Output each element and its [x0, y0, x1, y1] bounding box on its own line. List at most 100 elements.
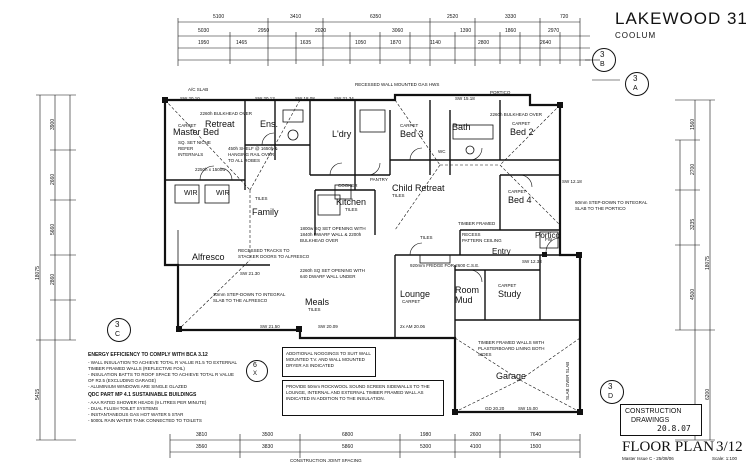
section-marker-b: [592, 48, 616, 72]
dim-bottom-3: 6800: [342, 432, 354, 438]
garage-slab-note: SLAB OVER SLAB: [565, 361, 570, 400]
dim-right-5: 6200: [705, 388, 711, 400]
note-bulkhead-bed2: 2260h BULKHEAD OVER: [490, 112, 543, 117]
project-title: LAKEWOOD 31: [615, 9, 748, 28]
room-label-retreat: Retreat: [205, 119, 235, 129]
label-timber-frame: TIMBER FRAMED: [458, 221, 496, 226]
note-sw-1518: SW 15.18: [455, 96, 475, 101]
dim-top-r2-4: 3060: [392, 28, 404, 34]
section-marker-a-id: 3: [633, 74, 638, 83]
dim-right-4: 4500: [690, 288, 696, 300]
label-ac-slab: A/C SLAB: [188, 87, 209, 92]
dim-top-r2-1: 5030: [198, 28, 210, 34]
room-label-garage: Garage: [496, 371, 527, 381]
qdc-line-3: - INSTANTANEOUS GAS HOT WATER 5 STAR: [88, 412, 184, 417]
note-sq-set-niche: SQ. SET NICHE REFER INTERNALS: [178, 140, 211, 157]
stamp-date: 20.8.07: [657, 424, 691, 433]
room-label-wir-2: WIR: [216, 190, 230, 197]
dim-left-5: 5415: [35, 388, 41, 400]
dim-top-r3-8: 2640: [540, 40, 552, 46]
dim-left-overall: 18075: [35, 266, 41, 280]
dim-top-r2-2: 2950: [258, 28, 270, 34]
dim-left-4: 2860: [50, 273, 56, 285]
dim-bottom-6: 7640: [530, 432, 542, 438]
note-sq-set-opening: 2260h SQ SET OPENING WITH 640 DWARF WALL…: [300, 268, 365, 279]
section-marker-x-id: 6: [253, 362, 257, 369]
room-label-lounge: Lounge: [400, 289, 431, 299]
dim-top-r2-5: 1390: [460, 28, 472, 34]
dim-bottom-r2-2: 3830: [262, 444, 274, 450]
room-label-master-bed: Master Bed: [173, 127, 220, 137]
note-recess-ceiling: RECESS PATTERN CEILING: [462, 232, 502, 243]
dim-top-r3-2: 1465: [236, 40, 248, 46]
dim-top-2: 3410: [290, 14, 302, 20]
note-tiles-family: TILES: [255, 196, 268, 201]
dim-right-1: 1560: [690, 118, 696, 130]
room-label-bed2: Bed 2: [510, 127, 534, 137]
dim-left-2: 2660: [50, 173, 56, 185]
room-label-child-retreat: Child Retreat: [392, 183, 445, 193]
section-marker-d-id: 3: [608, 382, 613, 391]
master-issue: Master Issue C - 25/08/06: [622, 456, 674, 461]
dim-top-r3-3: 1635: [300, 40, 312, 46]
room-label-cooker: COOKER: [338, 183, 358, 188]
room-label-ens: Ens.: [260, 119, 279, 129]
note-tiles-entry: TILES: [420, 235, 433, 240]
sheet-title: FLOOR PLAN: [622, 439, 715, 455]
room-label-bed4: Bed 4: [508, 195, 532, 205]
qdc-line-1: - AAA RATED SHOWER HEADS (9 LITRES PER M…: [88, 400, 207, 405]
room-label-bath: Bath: [452, 122, 471, 132]
note-step-down-portico: 60mm STEP-DOWN TO INTEGRAL SLAB TO THE P…: [575, 200, 648, 211]
note-sw-2013: SW 20.13: [255, 96, 275, 101]
section-marker-x-sub: X: [253, 371, 258, 377]
note-fridge: 920mm FRIDGE FOR 2600 C.S.E.: [410, 263, 480, 268]
construction-stamp: CONSTRUCTION DRAWINGS 20.8.07: [620, 404, 702, 436]
dim-left-1: 3900: [50, 118, 56, 130]
section-marker-x: [246, 360, 268, 382]
dim-bottom-5: 2600: [470, 432, 482, 438]
note-carpet-lounge: CARPET: [402, 299, 421, 304]
room-label-alfresco: Alfresco: [192, 252, 225, 262]
dim-top-r2-7: 2970: [548, 28, 560, 34]
room-label-family: Family: [252, 207, 279, 217]
energy-line-3: - ALUMINIUM WINDOWS ARE SINGLE GLAZED: [88, 384, 188, 389]
dim-top-r3-4: 1050: [355, 40, 367, 46]
acoustic-note-box: ADDITIONAL NOGGINGS TO SUIT WALL MOUNTED…: [282, 347, 376, 377]
note-sw-1233: SW 12.33: [522, 259, 542, 264]
note-sw-2050: SW 21.50: [260, 324, 280, 329]
dim-top-r3-6: 1140: [430, 40, 441, 46]
sound-screen-note: PROVIDE 50mm ROCKWOOL SOUND SCREEN SIDEW…: [286, 384, 430, 401]
section-marker-c-sub: C: [115, 331, 121, 338]
dim-top-1: 5100: [213, 14, 225, 20]
room-label-room-mud: Room Mud: [455, 285, 480, 305]
dim-top-r3-5: 1870: [390, 40, 402, 46]
note-carpet-study: CARPET: [498, 283, 517, 288]
note-sw-2006: 2x AM 20.06: [400, 324, 426, 329]
note-recessed-stacker: RECESSED TRACKS TO STACKER DOORS TO ALFR…: [238, 248, 310, 259]
dim-bottom-r2-5: 4100: [470, 444, 482, 450]
label-portico-roof: PORTICO: [490, 90, 511, 95]
dim-top-4: 2520: [447, 14, 459, 20]
dim-top-r3-1: 1950: [198, 40, 210, 46]
section-marker-a-sub: A: [633, 85, 638, 92]
energy-line-2: - INSULATION BATTS TO ROOF SPACE TO ACHI…: [88, 372, 234, 383]
note-step-down-alfresco: 30mm STEP-DOWN TO INTEGRAL SLAB TO THE A…: [213, 292, 286, 303]
note-sw-2134: SW 21.34: [334, 96, 354, 101]
dim-top-5: 3330: [505, 14, 517, 20]
note-sw-2010: SW 20.10: [180, 96, 200, 101]
room-label-wir-1: WIR: [184, 190, 198, 197]
note-opening-1800: 1800w SQ SET OPENING WITH 1840h DWARF WA…: [300, 226, 366, 243]
sheet-number: 3/12: [716, 439, 743, 455]
section-marker-d-sub: D: [608, 393, 614, 400]
section-marker-b-id: 3: [600, 50, 605, 59]
note-sw-2009: SW 20.09: [318, 324, 338, 329]
energy-line-1: - WALL INSULATION TO ACHIEVE TOTAL R VAL…: [88, 360, 237, 371]
section-marker-a: [625, 72, 649, 96]
room-label-bed3: Bed 3: [400, 129, 424, 139]
room-label-ldry: L'dry: [332, 129, 352, 139]
dim-right-2: 2700: [690, 163, 696, 175]
room-label-study: Study: [498, 289, 522, 299]
dim-bottom-4: 1980: [420, 432, 432, 438]
note-carpet-bed3: CARPET: [400, 123, 419, 128]
dim-bottom-r2-6: 1500: [530, 444, 542, 450]
